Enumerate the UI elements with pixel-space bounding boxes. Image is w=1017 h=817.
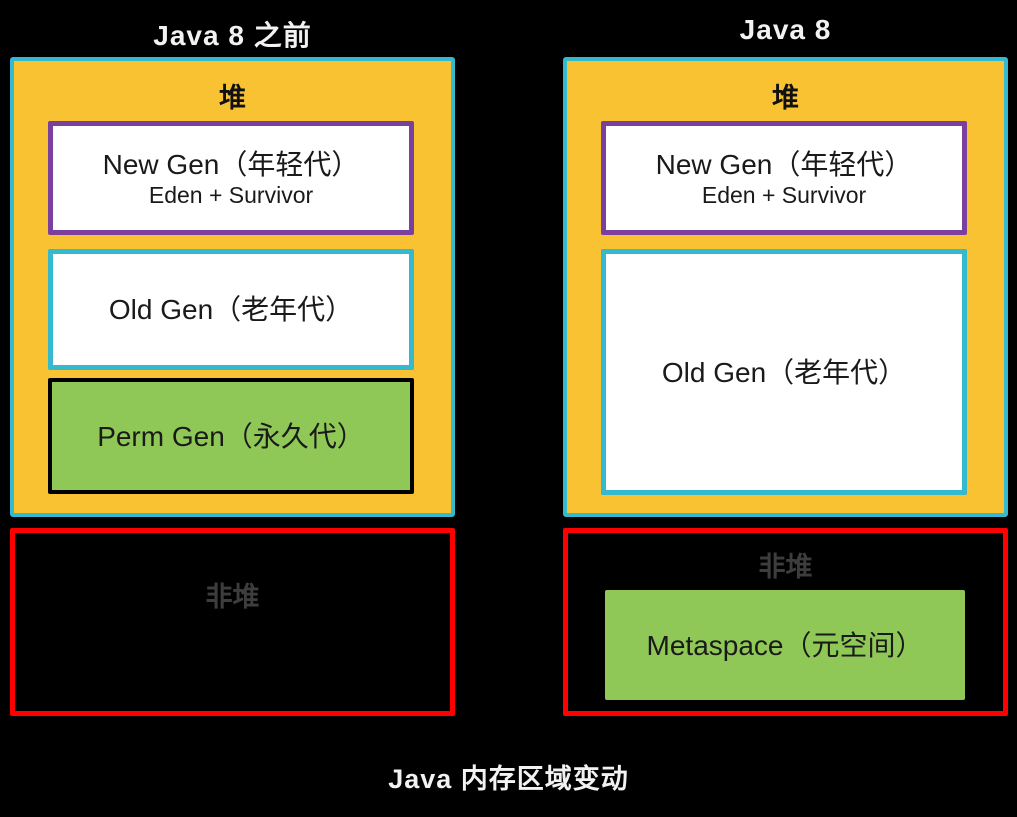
left-heap-label: 堆 xyxy=(219,83,246,113)
left-perm-gen-label: Perm Gen（永久代） xyxy=(97,420,365,452)
right-old-gen-label: Old Gen（老年代） xyxy=(661,356,907,388)
diagram-caption: Java 内存区域变动 xyxy=(388,764,629,794)
left-old-gen-box: Old Gen（老年代） xyxy=(48,249,414,370)
metaspace-box: Metaspace（元空间） xyxy=(605,590,965,700)
left-perm-gen-box: Perm Gen（永久代） xyxy=(48,378,414,494)
right-new-gen-subtitle: Eden + Survivor xyxy=(701,181,867,208)
left-heap-box: 堆 New Gen（年轻代） Eden + Survivor Old Gen（老… xyxy=(10,57,455,517)
left-old-gen-label: Old Gen（老年代） xyxy=(108,294,354,325)
right-old-gen-box: Old Gen（老年代） xyxy=(601,249,967,495)
right-non-heap-box: 非堆 Metaspace（元空间） xyxy=(563,528,1008,716)
left-column-title: Java 8 之前 xyxy=(153,20,312,51)
right-new-gen-box: New Gen（年轻代） Eden + Survivor xyxy=(601,121,967,235)
right-new-gen-title: New Gen（年轻代） xyxy=(655,148,913,180)
left-non-heap-label: 非堆 xyxy=(205,582,260,612)
left-new-gen-title: New Gen（年轻代） xyxy=(102,148,360,180)
left-non-heap-box: 非堆 xyxy=(10,528,455,716)
right-heap-label: 堆 xyxy=(772,83,799,113)
right-non-heap-label: 非堆 xyxy=(758,552,813,582)
right-column-title: Java 8 xyxy=(739,14,832,45)
right-heap-box: 堆 New Gen（年轻代） Eden + Survivor Old Gen（老… xyxy=(563,57,1008,517)
left-new-gen-subtitle: Eden + Survivor xyxy=(148,181,314,208)
metaspace-label: Metaspace（元空间） xyxy=(646,629,924,661)
left-new-gen-box: New Gen（年轻代） Eden + Survivor xyxy=(48,121,414,235)
